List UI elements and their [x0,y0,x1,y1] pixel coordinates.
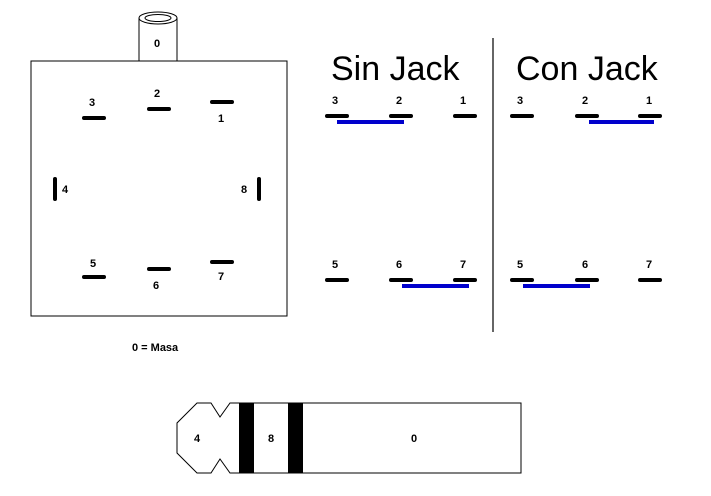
pin-5-label: 5 [90,258,96,270]
con-label-6: 6 [582,259,588,271]
plug-outline [176,402,522,474]
connector-diagram: 0 3 2 1 4 8 5 6 7 0 = Masa [30,11,288,354]
sin-jack-title: Sin Jack [331,50,460,88]
sin-label-7: 7 [460,259,466,271]
con-label-1: 1 [646,95,652,107]
pin-3-label: 3 [89,97,95,109]
con-jack-diagram: Con Jack 3 2 1 5 6 7 [510,50,662,288]
tube-label: 0 [154,38,160,50]
connector-tube-hole [144,14,172,22]
plug-sleeve-label: 0 [411,433,417,445]
con-label-2: 2 [582,95,588,107]
sin-jack-diagram: Sin Jack 3 2 1 5 6 7 [325,50,477,288]
sin-label-6: 6 [396,259,402,271]
con-label-7: 7 [646,259,652,271]
con-jack-title: Con Jack [516,50,659,88]
pin-4-label: 4 [62,184,69,196]
ground-note: 0 = Masa [132,342,179,354]
connector-body [30,60,288,317]
sin-label-3: 3 [332,95,338,107]
plug-tip-label: 4 [194,433,201,445]
pin-6-label: 6 [153,280,159,292]
sin-label-2: 2 [396,95,402,107]
pin-1-label: 1 [218,113,224,125]
plug-insulator-ring-2 [288,403,303,473]
jack-plug-diagram: 4 8 0 [176,402,522,474]
sin-label-1: 1 [460,95,466,107]
plug-insulator-ring-1 [239,403,254,473]
con-label-5: 5 [517,259,523,271]
sin-label-5: 5 [332,259,338,271]
pin-7-label: 7 [218,271,224,283]
con-label-3: 3 [517,95,523,107]
pin-2-label: 2 [154,88,160,100]
pin-8-label: 8 [241,184,247,196]
plug-ring-label: 8 [268,433,274,445]
connector-tube [138,17,178,63]
